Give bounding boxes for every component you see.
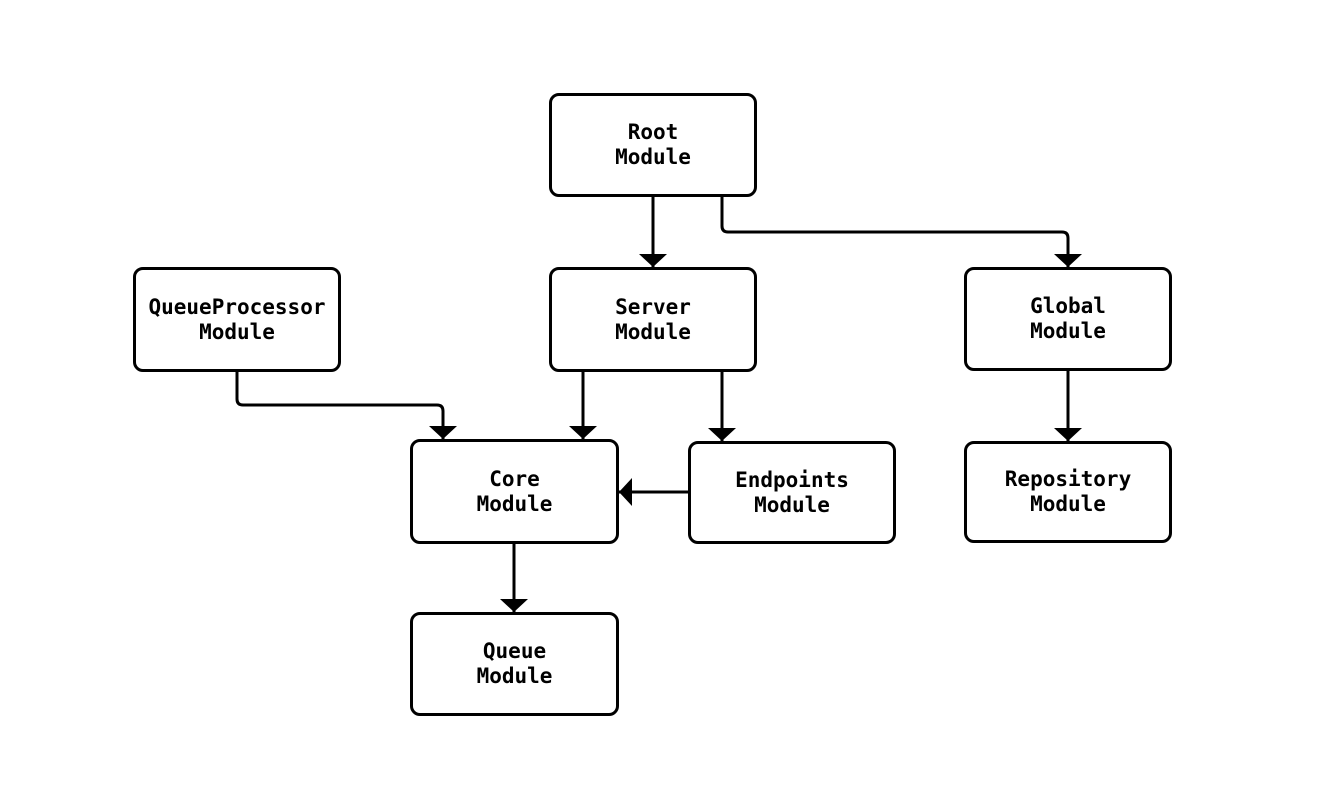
node-global-label-line: Global [1030,294,1106,318]
node-queueprocessor-label-line: Module [199,319,275,344]
edge-group [235,197,1082,612]
node-endpoints-label-line: Module [754,492,830,517]
edge-queueprocessor-core [235,372,457,439]
node-queue-label-line: Module [476,664,553,688]
node-queue-label-line: Queue [482,639,547,663]
node-endpoints-label-line: Endpoints [735,467,849,492]
node-global-label-line: Module [1030,319,1106,343]
edge-root-global [720,197,1082,267]
node-server-label-line: Module [615,319,691,344]
node-core-label-line: Core [489,466,540,491]
node-root-label-line: Module [615,145,691,169]
node-server-label-line: Server [615,294,691,319]
node-queueprocessor-label-line: QueueProcessor [148,294,326,319]
node-core-label-line: Module [476,491,553,516]
node-repository-label-line: Module [1030,492,1106,516]
node-repository-label-line: Repository [1004,467,1132,491]
node-root-label-line: Root [627,120,679,144]
